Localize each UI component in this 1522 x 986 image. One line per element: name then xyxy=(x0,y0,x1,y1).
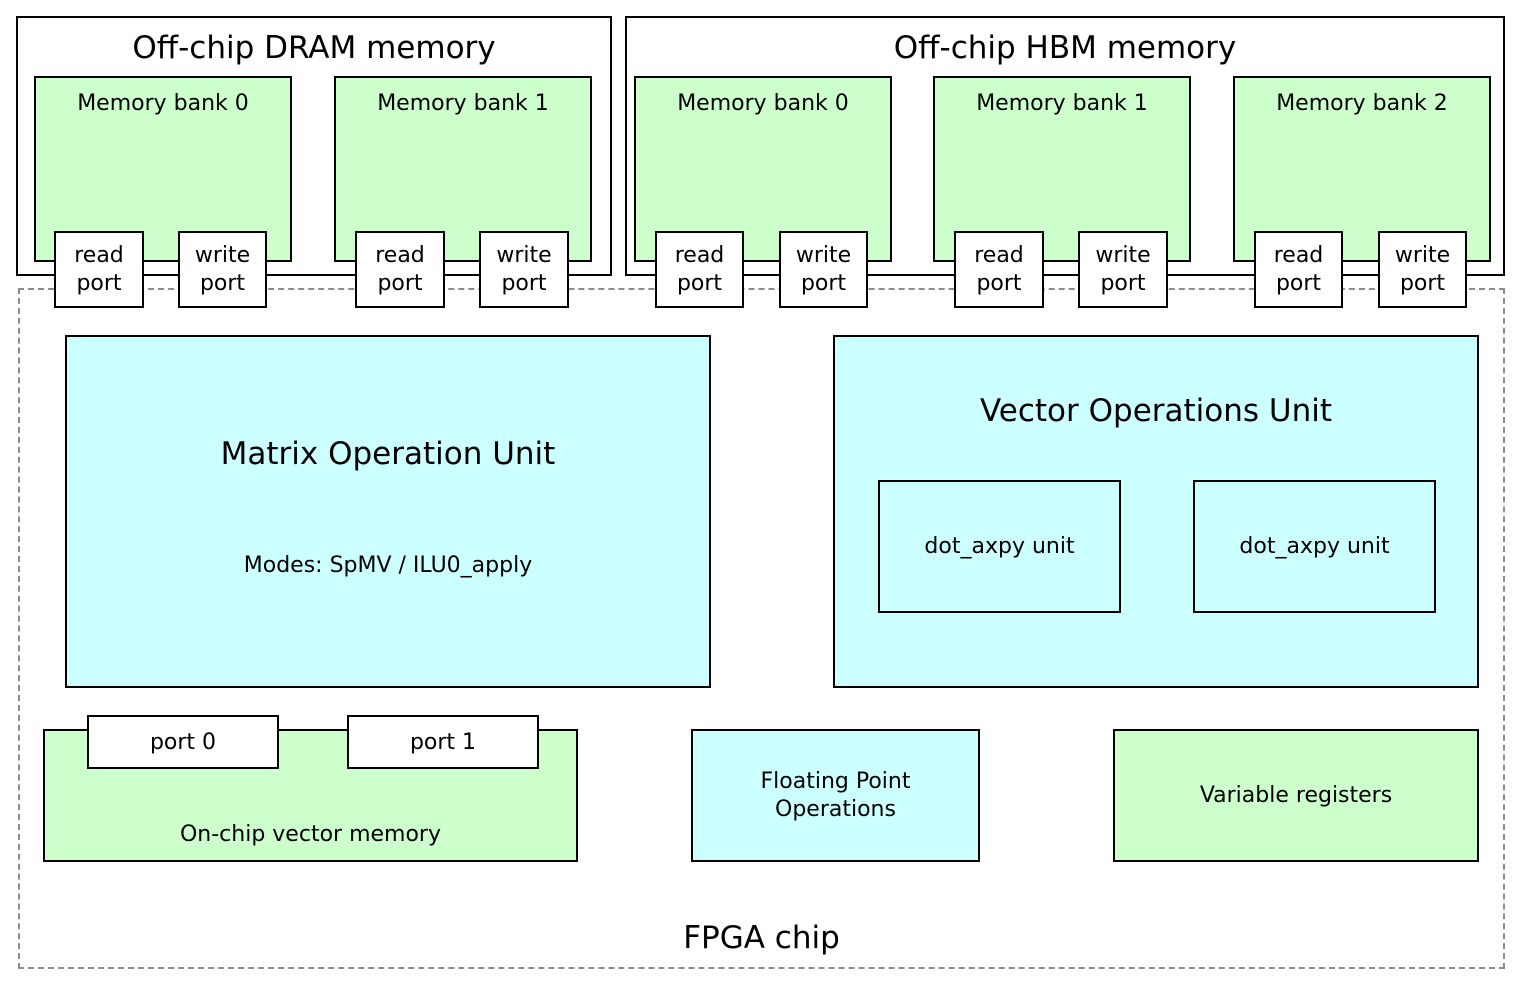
vector-operations-unit-title: Vector Operations Unit xyxy=(979,393,1333,429)
hbm-bank-2-read-port: read port xyxy=(1254,231,1343,308)
matrix-operation-unit xyxy=(65,335,711,688)
write-port-label-line1: write xyxy=(795,242,852,268)
read-port-label-line1: read xyxy=(1273,242,1324,268)
read-port-label-line1: read xyxy=(674,242,725,268)
dram-memory-bank-1-label: Memory bank 1 xyxy=(377,90,549,116)
read-port-label-line1: read xyxy=(375,242,425,268)
read-port-label-line2: port xyxy=(76,270,122,296)
hbm-bank-2-write-port: write port xyxy=(1378,231,1467,308)
dram-bank-0-write-port: write port xyxy=(178,231,267,308)
on-chip-vector-memory-label: On-chip vector memory xyxy=(179,821,441,847)
write-port-label-line2: port xyxy=(1399,270,1446,296)
dram-memory-title: Off-chip DRAM memory xyxy=(132,30,496,66)
dram-bank-0-read-port: read port xyxy=(54,231,144,308)
hbm-bank-0-write-port: write port xyxy=(779,231,868,308)
hbm-bank-2-port-link xyxy=(1341,260,1380,262)
write-port-label-line1: write xyxy=(496,242,552,268)
dram-bank-1-write-port: write port xyxy=(479,231,569,308)
hbm-memory-bank-2-label: Memory bank 2 xyxy=(1276,90,1448,116)
hbm-bank-1-read-port: read port xyxy=(954,231,1044,308)
dram-bank-1-read-port: read port xyxy=(355,231,445,308)
floating-point-operations-line2: Operations xyxy=(775,796,896,822)
write-port-label-line2: port xyxy=(501,270,547,296)
write-port-label-line2: port xyxy=(1100,270,1146,296)
hbm-bank-1-write-port: write port xyxy=(1078,231,1168,308)
floating-point-operations: Floating Point Operations xyxy=(691,729,980,862)
dram-bank-0-port-link xyxy=(142,260,180,262)
matrix-operation-unit-title: Matrix Operation Unit xyxy=(220,436,556,472)
fpga-chip-label: FPGA chip xyxy=(683,919,840,956)
dot-axpy-unit-1: dot_axpy unit xyxy=(1193,480,1436,613)
write-port-label-line2: port xyxy=(199,270,246,296)
read-port-label-line2: port xyxy=(377,270,423,296)
variable-registers: Variable registers xyxy=(1113,729,1479,862)
read-port-label-line1: read xyxy=(74,242,124,268)
hbm-memory-bank-0-label: Memory bank 0 xyxy=(677,90,849,116)
hbm-bank-1-port-link xyxy=(1042,260,1080,262)
write-port-label-line1: write xyxy=(1394,242,1451,268)
read-port-label-line2: port xyxy=(676,270,723,296)
hbm-memory-title: Off-chip HBM memory xyxy=(893,30,1237,66)
fpga-chip-container xyxy=(18,288,1505,969)
write-port-label-line2: port xyxy=(800,270,847,296)
read-port-label-line1: read xyxy=(974,242,1024,268)
vector-memory-port-1: port 1 xyxy=(347,715,539,769)
write-port-label-line1: write xyxy=(1095,242,1151,268)
matrix-operation-unit-modes: Modes: SpMV / ILU0_apply xyxy=(243,552,533,578)
vector-memory-port-0: port 0 xyxy=(87,715,279,769)
hbm-memory-bank-1-label: Memory bank 1 xyxy=(976,90,1148,116)
dram-bank-1-port-link xyxy=(443,260,481,262)
read-port-label-line2: port xyxy=(1275,270,1322,296)
hbm-bank-0-port-link xyxy=(742,260,781,262)
hbm-bank-0-read-port: read port xyxy=(655,231,744,308)
dot-axpy-unit-0: dot_axpy unit xyxy=(878,480,1121,613)
floating-point-operations-line1: Floating Point xyxy=(760,768,911,794)
read-port-label-line2: port xyxy=(976,270,1022,296)
write-port-label-line1: write xyxy=(194,242,251,268)
dram-memory-bank-0-label: Memory bank 0 xyxy=(77,90,249,116)
